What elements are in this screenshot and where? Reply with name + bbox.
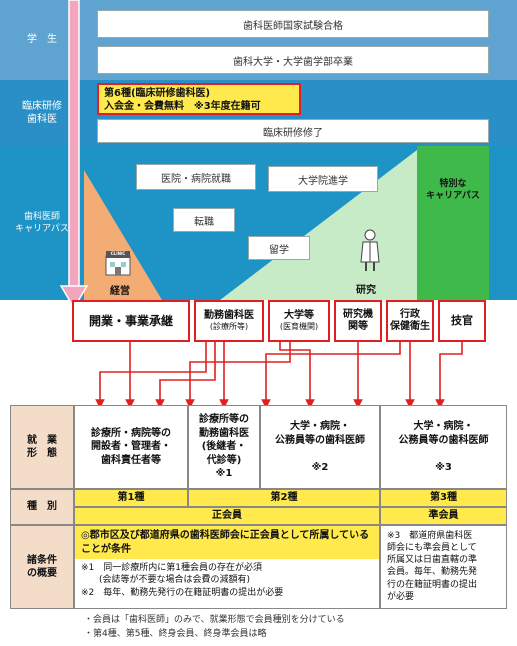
outcome-technical-official: 技官	[438, 300, 486, 342]
outcome-administration-label: 行政 保健衛生	[390, 308, 430, 333]
residency-complete-box: 臨床研修修了	[97, 119, 489, 143]
outcome-employed-dentist-label: 勤務歯科医	[204, 309, 254, 321]
type-regular-member: 正会員	[74, 507, 380, 525]
researcher-icon	[360, 229, 380, 271]
student-label: 学 生	[27, 34, 57, 46]
resident-label: 臨床研修 歯科医	[22, 100, 62, 126]
connector-arrows	[95, 342, 463, 409]
job-change-box: 転職	[173, 208, 235, 232]
row-label-employment: 就 業 形 態	[10, 405, 74, 489]
dentist-label: 歯科医師 キャリアパス	[15, 211, 69, 234]
management-area	[84, 170, 162, 300]
type-second: 第2種	[188, 489, 380, 507]
type-first: 第1種	[74, 489, 188, 507]
career-start-arrow	[60, 0, 88, 310]
outcome-university-label: 大学等	[284, 309, 314, 321]
conditions-note3: ※3 都道府県歯科医 師会にも準会員として 所属又は日歯直轄の準 会員。毎年、勤…	[380, 525, 507, 609]
outcome-administration: 行政 保健衛生	[386, 300, 434, 342]
employment-cell-owner: 診療所・病院等の 開設者・管理者・ 歯科責任者等	[74, 405, 188, 489]
outcome-opening: 開業・事業承継	[72, 300, 190, 342]
employment-cell-university: 大学・病院・ 公務員等の歯科医師 ※2	[260, 405, 380, 489]
employment-cell-public: 大学・病院・ 公務員等の歯科医師 ※3	[380, 405, 507, 489]
row-label-conditions: 諸条件 の概要	[10, 525, 74, 609]
outcome-research-institute-label: 研究機 関等	[343, 308, 373, 333]
management-label: 経営	[110, 286, 130, 297]
research-label: 研究	[356, 285, 376, 296]
footnote-2: ・第4種、第5種、終身会員、終身準会員は略	[84, 629, 267, 639]
outcome-research-institute: 研究機 関等	[334, 300, 382, 342]
resident-category-text: 第6種(臨床研修歯科医)	[104, 88, 211, 99]
resident-category-box: 第6種(臨床研修歯科医) 入会金・会費無料 ※3年度在籍可	[97, 83, 301, 115]
clinic-building-icon	[105, 251, 131, 276]
exam-pass-box: 歯科医師国家試験合格	[97, 10, 489, 38]
special-career-area	[417, 146, 489, 300]
footnote-1: ・会員は「歯科医師」のみで、就業形態で会員種別を分けている	[84, 615, 345, 625]
special-career-label: 特別な キャリアパス	[426, 179, 480, 202]
conditions-note1: ※1 同一診療所内に第1種会員の存在が必須 (会誌等が不要な場合は会費の減額有)	[81, 563, 262, 586]
employment-cell-employed: 診療所等の 勤務歯科医 (後継者・ 代診等) ※1	[188, 405, 260, 489]
outcome-university-sub: (医育機関)	[279, 322, 319, 332]
outcome-employed-dentist-sub: (診療所等)	[209, 322, 249, 332]
outcome-technical-official-label: 技官	[451, 314, 473, 328]
type-third: 第3種	[380, 489, 507, 507]
study-abroad-box: 留学	[248, 236, 310, 260]
grad-school-box: 大学院進学	[268, 166, 378, 192]
outcome-university: 大学等 (医育機関)	[268, 300, 330, 342]
outcome-employed-dentist: 勤務歯科医 (診療所等)	[194, 300, 264, 342]
conditions-main: ◎郡市区及び都道府県の歯科医師会に正会員として所属していることが条件	[75, 526, 379, 559]
type-associate-member: 準会員	[380, 507, 507, 525]
hospital-job-box: 医院・病院就職	[136, 164, 256, 190]
resident-fee-text: 入会金・会費無料 ※3年度在籍可	[104, 101, 261, 112]
graduation-box: 歯科大学・大学歯学部卒業	[97, 46, 489, 74]
row-label-type: 種 別	[10, 489, 74, 525]
clinic-sign-text: CLINIC	[110, 251, 126, 256]
outcome-opening-label: 開業・事業承継	[88, 313, 173, 328]
conditions-note2: ※2 毎年、勤務先発行の在籍証明書の提出が必要	[81, 588, 284, 599]
conditions-main-cell: ◎郡市区及び都道府県の歯科医師会に正会員として所属していることが条件 ※1 同一…	[74, 525, 380, 609]
